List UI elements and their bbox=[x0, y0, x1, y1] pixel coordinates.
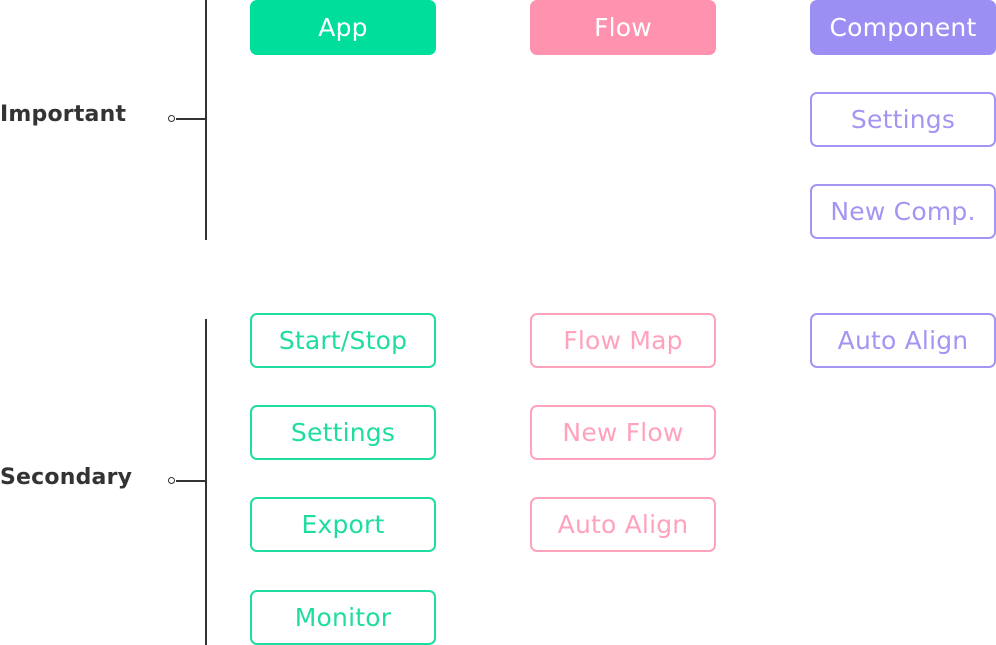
component-header-button[interactable]: Component bbox=[810, 0, 996, 55]
connector-secondary bbox=[168, 477, 206, 485]
group-label-secondary: Secondary bbox=[0, 465, 133, 490]
connector-dot-icon bbox=[168, 115, 175, 122]
flow-map-button[interactable]: Flow Map bbox=[530, 313, 716, 368]
connector-line bbox=[176, 118, 206, 120]
group-label-important: Important bbox=[0, 102, 127, 127]
flow-header-button[interactable]: Flow bbox=[530, 0, 716, 55]
component-auto-align-button[interactable]: Auto Align bbox=[810, 313, 996, 368]
app-header-button[interactable]: App bbox=[250, 0, 436, 55]
flow-auto-align-button[interactable]: Auto Align bbox=[530, 497, 716, 552]
start-stop-button[interactable]: Start/Stop bbox=[250, 313, 436, 368]
export-button[interactable]: Export bbox=[250, 497, 436, 552]
bracket-important bbox=[205, 0, 207, 240]
new-component-button[interactable]: New Comp. bbox=[810, 184, 996, 239]
new-flow-button[interactable]: New Flow bbox=[530, 405, 716, 460]
component-settings-button[interactable]: Settings bbox=[810, 92, 996, 147]
connector-line bbox=[176, 480, 206, 482]
app-settings-button[interactable]: Settings bbox=[250, 405, 436, 460]
monitor-button[interactable]: Monitor bbox=[250, 590, 436, 645]
bracket-secondary bbox=[205, 319, 207, 645]
connector-dot-icon bbox=[168, 477, 175, 484]
connector-important bbox=[168, 115, 206, 123]
